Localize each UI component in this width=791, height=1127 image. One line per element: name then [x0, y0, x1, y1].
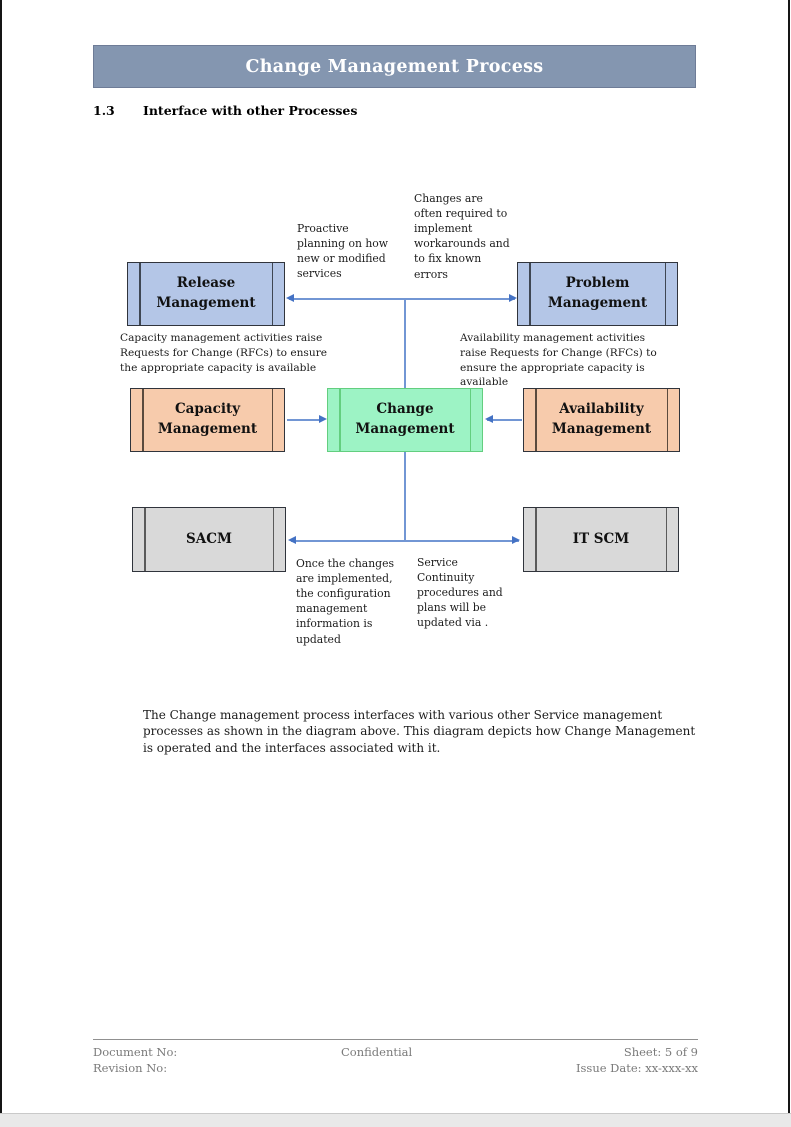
- arrowhead-into-change-left-icon: [319, 415, 327, 423]
- node-label: Problem Management: [547, 275, 648, 311]
- node-availability-management: Availability Management: [523, 388, 680, 452]
- footer-confidential: Confidential: [341, 1045, 413, 1059]
- annotation-availability-rfc: Availability management activities raise…: [460, 332, 657, 389]
- footer-sheet: Sheet: 5 of 9: [623, 1045, 698, 1059]
- page-title: Change Management Process: [245, 56, 544, 77]
- page-footer: Document No: Revision No: Confidential S…: [93, 1039, 698, 1076]
- annotation-changes-required: Changes are often required to implement …: [414, 192, 510, 281]
- arrowhead-into-problem-icon: [509, 294, 517, 302]
- title-banner: Change Management Process: [93, 45, 696, 88]
- section-number: 1.3: [93, 103, 115, 118]
- annotation-configuration-updated: Once the changes are implemented, the co…: [296, 557, 395, 646]
- body-paragraph: The Change management process interfaces…: [143, 708, 696, 755]
- footer-right: Sheet: 5 of 9 Issue Date: xx-xxx-xx: [576, 1044, 698, 1076]
- page-border-left: [0, 0, 2, 1113]
- connector-capacity-change: [287, 419, 323, 421]
- node-label: Availability Management: [551, 401, 652, 437]
- node-problem-management: Problem Management: [517, 262, 678, 326]
- annotation-proactive-planning: Proactive planning on how new or modifie…: [297, 222, 389, 281]
- annotation-capacity-rfc: Capacity management activities raise Req…: [120, 332, 328, 374]
- connector-top-to-change: [404, 299, 406, 389]
- node-release-management: Release Management: [127, 262, 285, 326]
- connector-change-to-bottom: [404, 452, 406, 541]
- page-border-right: [788, 0, 790, 1113]
- node-it-scm: IT SCM: [523, 507, 679, 572]
- footer-revision-no: Revision No:: [93, 1061, 168, 1076]
- arrowhead-into-itscm-icon: [512, 536, 520, 544]
- node-capacity-management: Capacity Management: [130, 388, 285, 452]
- node-label: SACM: [186, 530, 232, 547]
- arrowhead-into-change-right-icon: [485, 415, 493, 423]
- node-label: Capacity Management: [157, 401, 258, 437]
- arrowhead-into-release-icon: [286, 294, 294, 302]
- footer-left: Document No: Revision No:: [93, 1044, 177, 1076]
- node-label: Change Management: [355, 401, 455, 437]
- connector-availability-change: [487, 419, 522, 421]
- annotation-service-continuity: Service Continuity procedures and plans …: [417, 556, 503, 630]
- footer-issue-date: Issue Date: xx-xxx-xx: [575, 1061, 698, 1076]
- section-title: Interface with other Processes: [143, 103, 358, 118]
- node-label: IT SCM: [572, 530, 630, 547]
- page-bottom-strip: [0, 1113, 791, 1127]
- footer-document-no: Document No:: [93, 1045, 178, 1059]
- arrowhead-into-sacm-icon: [288, 536, 296, 544]
- node-change-management: Change Management: [327, 388, 483, 452]
- footer-divider: [93, 1039, 698, 1040]
- section-heading: 1.3 Interface with other Processes: [93, 103, 693, 118]
- connector-release-problem: [289, 298, 515, 300]
- connector-sacm-itscm: [291, 540, 519, 542]
- node-label: Release Management: [156, 275, 256, 311]
- node-sacm: SACM: [132, 507, 286, 572]
